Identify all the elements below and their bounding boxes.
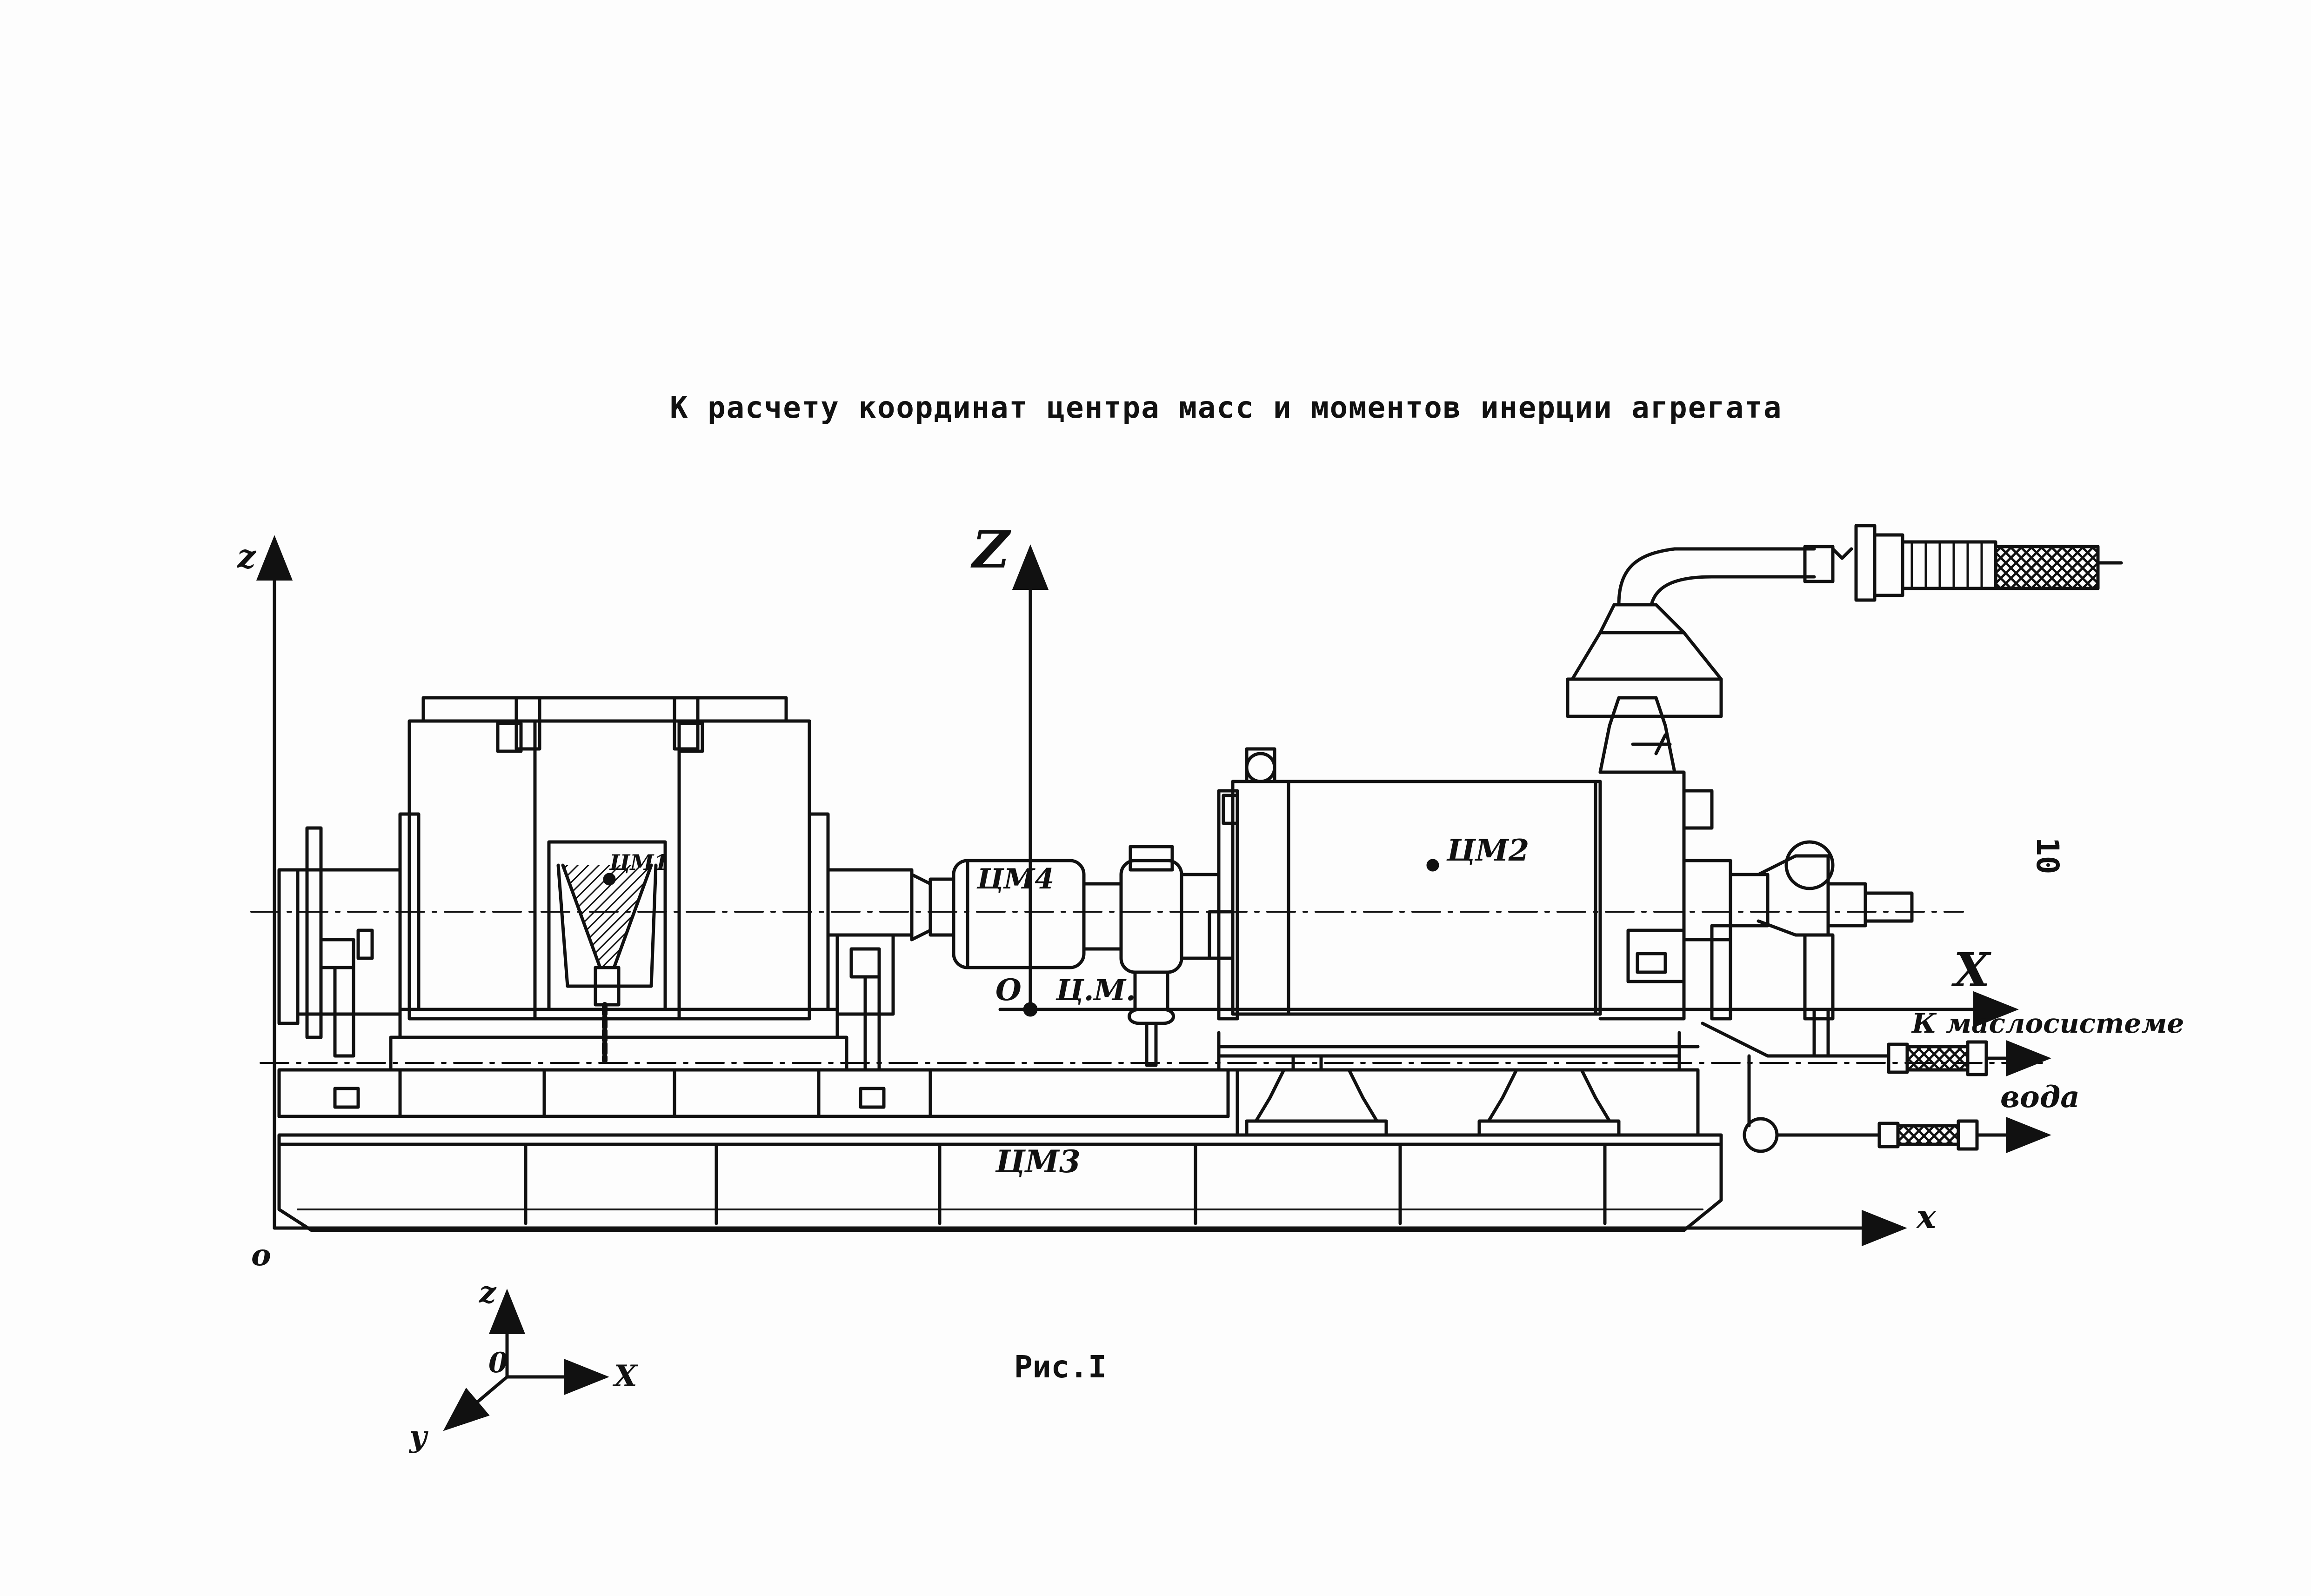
coupling (826, 845, 1221, 1072)
legend-x-label: X (612, 1359, 638, 1394)
pump-unit (1682, 840, 1914, 1058)
legend-o-label: 0 (488, 1347, 508, 1379)
origin-lower-label: o (251, 1238, 271, 1273)
drawing-title: К расчету координат центра масс и момент… (670, 391, 1783, 425)
water-label: вода (2000, 1080, 2080, 1115)
legend-y-label: y (408, 1419, 428, 1454)
water-pipe (1743, 1054, 2051, 1154)
z-center-label: Z (970, 520, 1011, 580)
oil-system-label: К маслосистеме (1911, 1008, 2184, 1039)
z-left-label: z (236, 537, 256, 575)
cm-label: Ц.М. (1055, 973, 1136, 1007)
page-number: 10 (2030, 837, 2065, 875)
legend-z-label: z (479, 1275, 497, 1310)
oil-pipe (1701, 1022, 2051, 1077)
figure-caption: Рис.I (1014, 1349, 1107, 1385)
generator-housing (277, 696, 848, 1072)
cm3-label: ЦМ3 (995, 1143, 1081, 1180)
x-upper-label: X (1951, 942, 1991, 997)
x-lower-label: x (1916, 1197, 1937, 1236)
main-motor-body (1208, 524, 2123, 1021)
cm4-label: ЦМ4 (976, 863, 1054, 895)
cm2-label: ЦМ2 (1446, 833, 1529, 868)
origin-center-label: O (995, 973, 1022, 1008)
axes-legend (443, 1289, 609, 1431)
cm1-label: ЦМ1 (609, 850, 668, 875)
